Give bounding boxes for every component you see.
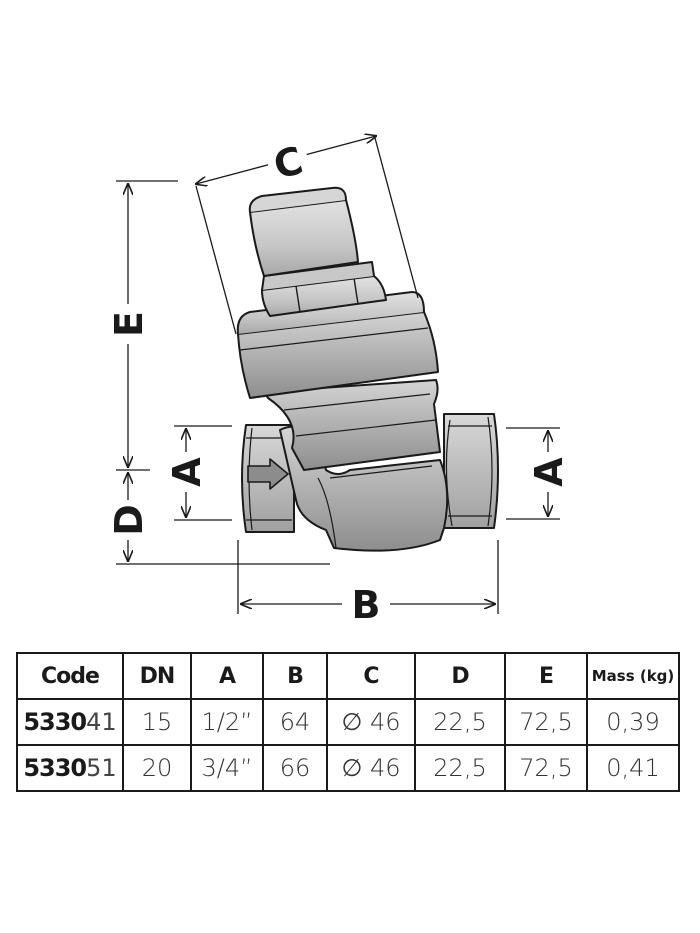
label-d: D xyxy=(107,504,151,536)
cell-dn: 20 xyxy=(122,744,192,792)
code-prefix: 5330 xyxy=(23,708,87,736)
cell-mass: 0,39 xyxy=(586,698,680,746)
valve-dimension-drawing: C E D A A B xyxy=(107,0,571,627)
cell-e: 72,5 xyxy=(504,744,588,792)
cell-mass: 0,41 xyxy=(586,744,680,792)
header-c: C xyxy=(326,652,416,700)
header-a: A xyxy=(190,652,264,700)
cell-a: 1/2” xyxy=(190,698,264,746)
table-row: 533041 15 1/2” 64 ∅ 46 22,5 72,5 0,39 xyxy=(16,698,680,746)
cell-d: 22,5 xyxy=(414,744,506,792)
label-e: E xyxy=(107,311,151,337)
cell-code: 533041 xyxy=(16,698,124,746)
cell-code: 533051 xyxy=(16,744,124,792)
right-connection xyxy=(443,413,499,529)
label-a-left: A xyxy=(165,457,209,487)
cell-c: ∅ 46 xyxy=(326,744,416,792)
cell-a: 3/4” xyxy=(190,744,264,792)
valve-body xyxy=(236,186,499,552)
header-mass: Mass (kg) xyxy=(586,652,680,700)
cell-b: 64 xyxy=(262,698,328,746)
cell-e: 72,5 xyxy=(504,698,588,746)
cell-dn: 15 xyxy=(122,698,192,746)
adjusting-cap xyxy=(249,199,359,277)
code-suffix: 51 xyxy=(86,754,117,782)
header-dn: DN xyxy=(122,652,192,700)
header-e: E xyxy=(504,652,588,700)
header-d: D xyxy=(414,652,506,700)
code-prefix: 5330 xyxy=(23,754,87,782)
header-b: B xyxy=(262,652,328,700)
code-suffix: 41 xyxy=(86,708,117,736)
bonnet xyxy=(237,311,439,399)
flow-direction-arrow-icon xyxy=(247,458,289,490)
cell-c: ∅ 46 xyxy=(326,698,416,746)
cell-d: 22,5 xyxy=(414,698,506,746)
label-b: B xyxy=(352,583,381,627)
neck xyxy=(263,379,441,471)
label-a-right: A xyxy=(527,457,571,487)
specifications-table: Code DN A B C D E Mass (kg) 533041 15 1/… xyxy=(16,652,680,792)
table-row: 533051 20 3/4” 66 ∅ 46 22,5 72,5 0,41 xyxy=(16,744,680,792)
cell-b: 66 xyxy=(262,744,328,792)
header-code: Code xyxy=(16,652,124,700)
table-header-row: Code DN A B C D E Mass (kg) xyxy=(16,652,680,700)
